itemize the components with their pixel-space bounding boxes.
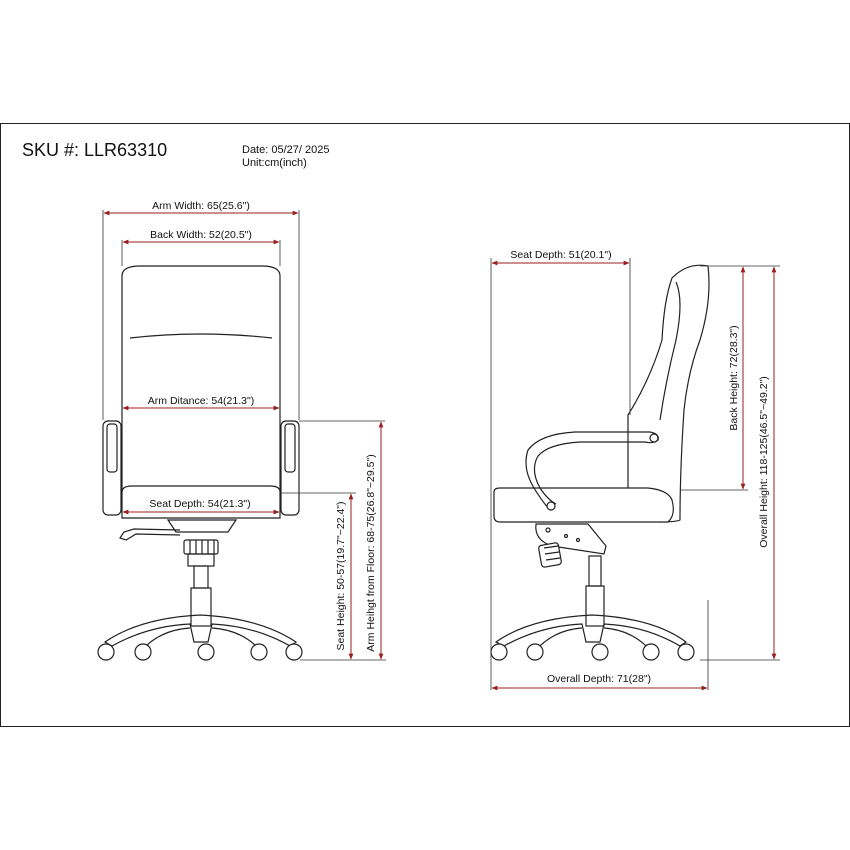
arm-height-label: Arm Heihgt from Floor: 68-75(26.8"~29.5"… [365,454,377,651]
front-dimensions [102,210,386,661]
back-height-label: Back Height: 72(28.3") [728,325,740,430]
side-view-chair [490,264,710,661]
front-casters [97,643,303,661]
front-backrest-seam [129,333,273,339]
sku-number: SKU #: LLR63310 [22,140,168,160]
front-backrest [121,265,281,513]
unit-label: Unit:cm(inch) [242,157,307,169]
front-left-armpad [102,420,122,516]
front-seat-depth-label: Seat Depth: 54(21.3") [149,498,250,510]
overall-depth-label: Overall Depth: 71(28") [547,673,651,685]
arm-width-label: Arm Width: 65(25.6") [152,200,250,212]
front-right-armpad [280,420,300,516]
front-base [103,614,298,647]
back-width-label: Back Width: 52(20.5") [150,229,252,241]
side-dimensions [490,258,780,691]
side-backrest [627,264,710,523]
side-base [494,614,688,647]
seat-height-label: Seat Height: 50-57(19.7"~22.4") [335,501,347,650]
overall-height-label: Overall Height: 118-125(46.5"~49.2") [758,376,770,548]
side-casters [490,643,695,661]
side-seat-depth-label: Seat Depth: 51(20.1") [510,249,611,261]
front-view-chair [97,265,303,661]
arm-distance-label: Arm Ditance: 54(21.3") [148,395,254,407]
side-seat [493,487,674,523]
front-tilt-lever [119,528,181,541]
drawing-date: Date: 05/27/ 2025 [242,144,330,156]
